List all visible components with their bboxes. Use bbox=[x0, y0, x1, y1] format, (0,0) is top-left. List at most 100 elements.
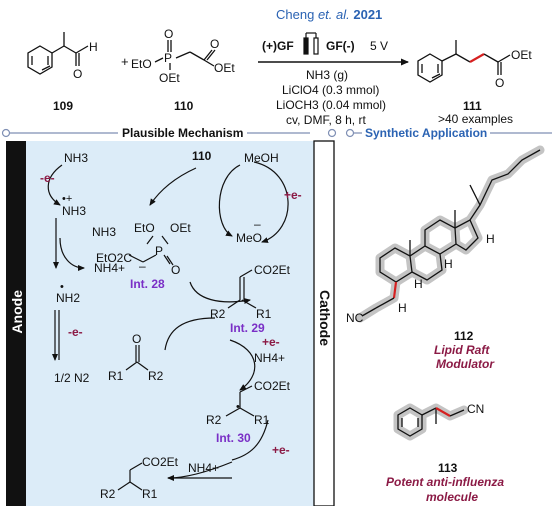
final-r1: R1 bbox=[142, 487, 158, 501]
electrolysis-cell-icon bbox=[303, 32, 319, 55]
anode-pathway-arrows bbox=[47, 164, 85, 361]
product-carbonyl-o: O bbox=[495, 76, 505, 90]
final-r2: R2 bbox=[100, 487, 116, 501]
compound-113-nitrile: CN bbox=[467, 402, 485, 416]
examples-count: >40 examples bbox=[438, 112, 514, 126]
phosphonate-oet: OEt bbox=[159, 71, 180, 85]
int28-structure bbox=[128, 235, 174, 266]
cathode-cycle-arrows bbox=[149, 161, 289, 481]
phosphoryl-o: O bbox=[164, 27, 174, 41]
compound-113-highlight bbox=[393, 403, 469, 441]
radical-cation-dots: •+ bbox=[62, 193, 73, 205]
aldehyde-h: H bbox=[89, 40, 98, 54]
oxidation-step-2: -e- bbox=[68, 325, 83, 339]
reduction-step-2: +e- bbox=[262, 335, 280, 349]
citation-year: 2021 bbox=[353, 7, 383, 22]
compound-113-structure bbox=[397, 407, 465, 437]
int29-label: Int. 29 bbox=[230, 321, 265, 335]
mechanism-banner: Plausible Mechanism bbox=[118, 127, 248, 139]
int29-r1: R1 bbox=[256, 307, 272, 321]
ammonium-2: NH4+ bbox=[254, 351, 286, 365]
int28-eto: EtO bbox=[134, 221, 155, 235]
ketone-r2: R2 bbox=[148, 369, 164, 383]
steroid-h-4: H bbox=[398, 301, 407, 315]
int28-carbanion-charge: – bbox=[139, 259, 146, 273]
compound-110-structure bbox=[154, 40, 216, 70]
condition-solvent-time: cv, DMF, 8 h, rt bbox=[286, 113, 366, 127]
plus-sign: + bbox=[121, 54, 129, 69]
int30-r2: R2 bbox=[206, 413, 222, 427]
condition-lithium-perchlorate: LiClO4 (0.3 mmol) bbox=[282, 83, 380, 97]
citation: Cheng et. al. 2021 bbox=[276, 8, 382, 21]
oxidation-step-1: -e- bbox=[40, 171, 55, 185]
mechanism-panel-background bbox=[22, 141, 320, 506]
steroid-h-2: H bbox=[444, 257, 453, 271]
citation-etal: et. al. bbox=[317, 7, 350, 22]
int28-oet: OEt bbox=[170, 221, 191, 235]
compound-113-label: 113 bbox=[438, 461, 458, 475]
banner-dot-mid-left bbox=[327, 128, 337, 138]
application-banner: Synthetic Application bbox=[362, 127, 491, 139]
int30-ester: CO2Et bbox=[254, 379, 291, 393]
ester-oet: OEt bbox=[214, 61, 235, 75]
ketone-structure bbox=[125, 345, 149, 371]
lipid-raft-line2: Modulator bbox=[436, 357, 494, 371]
reagent-110-label: 110 bbox=[192, 149, 212, 163]
int30-radical-dot: • bbox=[236, 401, 240, 413]
ketone-oxygen: O bbox=[132, 332, 142, 346]
steroid-h-1: H bbox=[486, 232, 495, 246]
compound-112-structure bbox=[361, 149, 541, 317]
cathode-electrode bbox=[313, 140, 335, 506]
cathode-material-label: GF(-) bbox=[326, 39, 355, 53]
int30-structure bbox=[225, 385, 255, 417]
ammonium-1: NH4+ bbox=[94, 261, 126, 275]
steroid-h-3: H bbox=[414, 277, 423, 291]
int28-ester: EtO2C bbox=[96, 251, 133, 265]
product-oet: OEt bbox=[511, 48, 532, 62]
ketone-r1: R1 bbox=[108, 369, 124, 383]
compound-109-label: 109 bbox=[53, 99, 74, 113]
int29-r2: R2 bbox=[210, 307, 226, 321]
aminyl-radical: NH2 bbox=[56, 291, 81, 305]
ammonia-base: NH3 bbox=[92, 225, 117, 239]
int28-phosphorus: P bbox=[155, 244, 164, 258]
voltage-label: 5 V bbox=[370, 39, 389, 53]
aldehyde-o: O bbox=[73, 67, 83, 81]
compound-112-label: 112 bbox=[454, 329, 474, 343]
int28-oxygen: O bbox=[171, 263, 181, 277]
ammonium-3: NH4+ bbox=[188, 461, 220, 475]
compound-111-label: 111 bbox=[463, 99, 482, 113]
steroid-highlight bbox=[355, 145, 545, 323]
lipid-raft-line1: Lipid Raft bbox=[434, 343, 490, 357]
steroid-nitrile: NC bbox=[346, 311, 364, 325]
phosphonate-eto: EtO bbox=[131, 57, 152, 71]
ester-carbonyl-o: O bbox=[210, 37, 220, 51]
aminyl-radical-dot: • bbox=[60, 281, 64, 293]
banner-dot-mid-right bbox=[345, 128, 355, 138]
int29-structure bbox=[227, 269, 257, 309]
methanol: MeOH bbox=[244, 151, 279, 165]
anode-electrode bbox=[6, 141, 26, 506]
final-product-structure bbox=[117, 462, 143, 491]
ammonia-radical-cation: NH3 bbox=[62, 204, 87, 218]
phosphorus-atom: P bbox=[164, 51, 173, 65]
condition-lithium-methoxide: LiOCH3 (0.04 mmol) bbox=[276, 98, 387, 112]
reduction-step-1: +e- bbox=[284, 188, 302, 202]
anode-label: Anode bbox=[9, 290, 25, 334]
influenza-line1: Potent anti-influenza bbox=[386, 475, 504, 489]
int29-ester: CO2Et bbox=[254, 263, 291, 277]
cathode-label: Cathode bbox=[317, 290, 333, 346]
int30-r1: R1 bbox=[254, 413, 270, 427]
condition-ammonia: NH3 (g) bbox=[306, 68, 349, 82]
compound-111-structure bbox=[417, 40, 511, 83]
compound-110-label: 110 bbox=[174, 99, 194, 113]
citation-author: Cheng bbox=[276, 7, 315, 22]
influenza-line2: molecule bbox=[426, 490, 479, 504]
banner-dot-left bbox=[1, 128, 11, 138]
reduction-step-3: +e- bbox=[272, 443, 290, 457]
final-ester: CO2Et bbox=[142, 455, 179, 469]
anode-material-label: (+)GF bbox=[262, 39, 294, 53]
nitrogen-product: 1/2 N2 bbox=[54, 371, 90, 385]
